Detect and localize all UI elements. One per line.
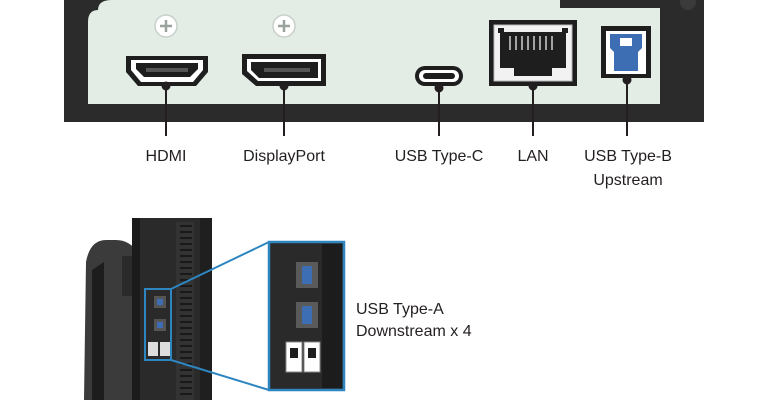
monitor-side-view — [84, 218, 212, 400]
label-hdmi: HDMI — [145, 148, 187, 165]
usb-c-port-icon — [415, 66, 463, 86]
label-usb-a-sub: Downstream x 4 — [356, 323, 472, 340]
hdmi-port-icon — [126, 56, 208, 86]
leader-lines — [161, 75, 632, 136]
lan-port-icon — [489, 20, 577, 86]
callout-frame — [144, 240, 346, 392]
usb-b-port-icon — [601, 26, 651, 78]
label-usb-c: USB Type-C — [394, 148, 484, 165]
panel-knob — [680, 0, 696, 10]
label-displayport: DisplayPort — [243, 148, 325, 165]
label-lan: LAN — [517, 148, 549, 165]
label-usb-b: USB Type-B — [584, 148, 672, 165]
screw-icon — [272, 14, 296, 38]
label-usb-b-sub: Upstream — [593, 172, 663, 189]
panel-notch — [560, 0, 660, 8]
screw-icon — [154, 14, 178, 38]
label-usb-a: USB Type-A — [356, 301, 444, 318]
displayport-icon — [242, 54, 326, 86]
